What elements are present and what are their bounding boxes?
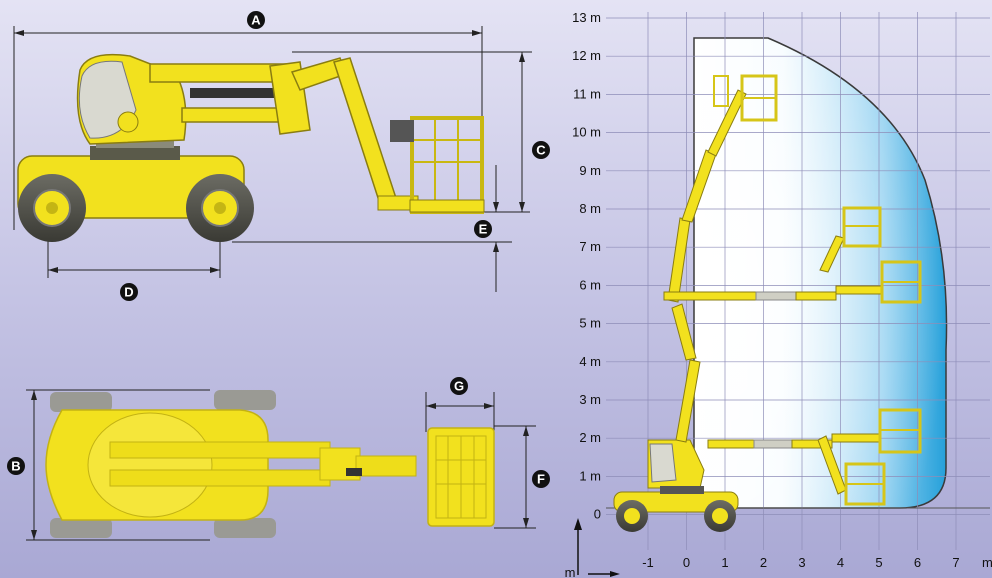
top-wheel xyxy=(50,518,112,538)
y-tick-label: 0 xyxy=(594,507,601,522)
y-tick-label: 2 m xyxy=(579,430,601,445)
chart-mast xyxy=(667,74,778,443)
side-wheel-rear xyxy=(18,174,86,242)
svg-text:D: D xyxy=(124,285,133,300)
y-tick-label: 10 m xyxy=(572,125,601,140)
x-tick-label: 4 xyxy=(837,555,844,570)
chart-horizontal-reach-low xyxy=(707,408,922,506)
badge-d: D xyxy=(120,283,138,301)
side-view xyxy=(13,26,532,292)
dimension-d xyxy=(47,238,221,278)
badge-c: C xyxy=(532,141,550,159)
x-tick-label: 6 xyxy=(914,555,921,570)
y-tick-label: 9 m xyxy=(579,163,601,178)
badge-g: G xyxy=(450,377,468,395)
side-boom xyxy=(149,57,419,211)
svg-text:E: E xyxy=(479,222,488,237)
y-tick-label: 1 m xyxy=(579,468,601,483)
x-tick-label: 2 xyxy=(760,555,767,570)
top-basket xyxy=(427,427,495,527)
y-tick-label: 13 m xyxy=(572,10,601,25)
dimension-b xyxy=(26,389,210,541)
y-tick-label: 6 m xyxy=(579,277,601,292)
y-tick-label: 11 m xyxy=(573,86,601,101)
side-wheel-front xyxy=(186,174,254,242)
x-tick-label: 5 xyxy=(875,555,882,570)
badge-b: B xyxy=(7,457,25,475)
svg-text:A: A xyxy=(251,13,261,28)
svg-text:F: F xyxy=(537,472,545,487)
y-tick-label: 8 m xyxy=(579,201,601,216)
dimension-g xyxy=(425,392,495,432)
working-envelope-chart: 13 m12 m11 m10 m9 m8 m7 m6 m5 m4 m3 m2 m… xyxy=(565,10,992,578)
x-tick-label: 1 xyxy=(721,555,728,570)
x-axis-unit: m xyxy=(565,565,576,578)
x-tick-label: 7 xyxy=(952,555,959,570)
x-axis-arrow xyxy=(588,571,620,577)
x-tick-label: 0 xyxy=(683,555,690,570)
dimension-e xyxy=(232,165,512,292)
side-basket xyxy=(390,116,485,214)
y-axis-arrow xyxy=(574,518,582,575)
chart-horizontal-reach-high xyxy=(663,206,922,304)
top-wheel xyxy=(214,518,276,538)
top-chassis xyxy=(45,409,417,521)
dimension-f xyxy=(494,425,536,529)
dimension-a xyxy=(13,26,483,230)
x-tick-label: -1 xyxy=(642,555,654,570)
top-view xyxy=(26,389,536,541)
svg-text:C: C xyxy=(536,143,546,158)
chart-machine-base xyxy=(613,439,739,532)
y-tick-label: 4 m xyxy=(579,354,601,369)
y-tick-label: 12 m xyxy=(572,48,601,63)
x-axis-labels: -1 0 1 2 3 4 5 6 7 xyxy=(642,555,959,570)
top-wheel xyxy=(50,392,112,412)
y-tick-label: 7 m xyxy=(579,239,601,254)
top-wheel xyxy=(214,390,276,410)
x-unit-label: m xyxy=(982,555,992,570)
svg-text:G: G xyxy=(454,379,464,394)
badge-e: E xyxy=(474,220,492,238)
y-tick-label: 3 m xyxy=(579,392,601,407)
x-tick-label: 3 xyxy=(798,555,805,570)
badge-a: A xyxy=(247,11,265,29)
badge-f: F xyxy=(532,470,550,488)
svg-text:B: B xyxy=(11,459,20,474)
y-tick-label: 5 m xyxy=(579,316,601,331)
y-axis-labels: 13 m 12 m 11 m 10 m 9 m 8 m 7 m 6 m 5 m 4 m 3 m 2 m… xyxy=(572,10,601,522)
